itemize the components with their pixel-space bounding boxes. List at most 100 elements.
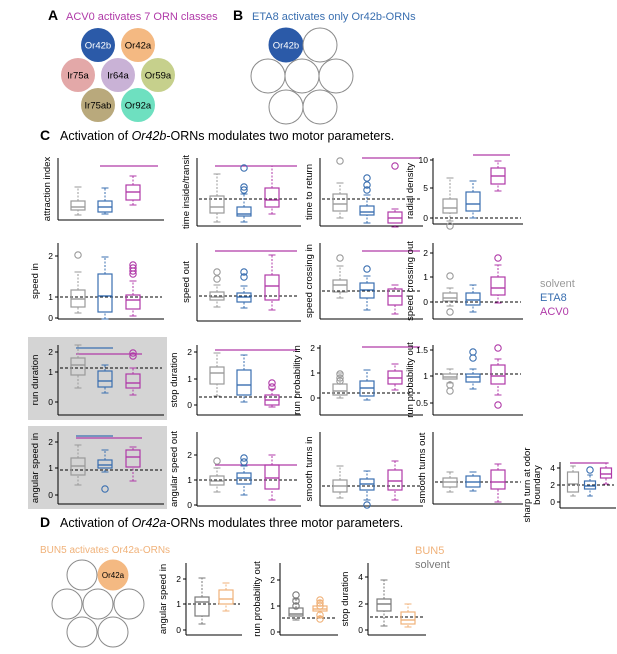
y-axis-label: speed crossing in [304,244,315,318]
box [332,193,348,212]
box [387,288,403,306]
outlier [213,268,221,276]
outlier [586,466,594,474]
orn-label: Or59a [145,71,172,82]
y-tick-label: 0 [187,500,192,510]
y-tick-label: 0 [48,313,53,323]
outlier [494,401,502,409]
outlier [469,354,477,362]
y-axis-label: time inside/transit [181,155,192,229]
panel-c-title: Activation of Or42b-ORNs modulates two m… [60,129,394,143]
box [442,292,458,302]
outlier [446,272,454,280]
y-axis-label: attraction index [42,157,53,222]
box [264,464,280,490]
panel-c-letter: C [40,127,50,143]
y-tick-label: 2 [48,347,53,357]
y-axis-label: run probability out [405,342,416,418]
y-tick-label: 0 [423,213,428,223]
outlier [446,387,454,395]
y-tick-label: 0 [48,397,53,407]
box [376,598,392,612]
outlier [363,181,371,189]
legend-solvent-d: solvent [415,559,450,571]
outlier [240,164,248,172]
panel-c-legend: solvent ETA8 ACV0 [540,278,575,318]
box [264,187,280,208]
y-axis-label: boundary [532,465,543,505]
box [97,370,113,388]
legend-acv0: ACV0 [540,306,569,318]
outlier [494,254,502,262]
outlier [268,379,276,387]
panel-c-title-pre: Activation of [60,129,132,143]
panel-c-title-post: -ORNs modulates two motor parameters. [166,129,394,143]
y-tick-label: 2 [423,248,428,258]
outlier [129,352,137,360]
panel-a-title: ACV0 activates 7 ORN classes [66,11,218,23]
box [288,607,304,617]
y-axis-label: angular speed in [158,564,169,634]
y-tick-label: 2 [176,574,181,584]
y-tick-label: 2 [48,437,53,447]
orn-circle [302,27,338,63]
y-axis-label: speed crossing out [405,241,416,321]
panel-d-orn-diagram: Or42a [51,559,145,648]
outlier [292,602,300,610]
legend-eta8: ETA8 [540,292,567,304]
outlier [240,268,248,276]
y-tick-label: 1 [48,367,53,377]
outlier [213,275,221,283]
outlier [292,591,300,599]
y-tick-label: 0 [550,497,555,507]
orn-circle [66,559,98,591]
boxplot: smooth turns in [304,432,423,509]
outlier [363,265,371,273]
box [70,200,86,211]
outlier [363,186,371,194]
box [490,276,506,296]
y-tick-label: 0 [187,400,192,410]
panel-d-title-post: -ORNs modulates three motor parameters. [166,516,403,530]
orn-circle [101,58,135,92]
outlier [129,349,137,357]
y-axis-label: speed out [181,261,192,303]
outlier [316,599,324,607]
outlier [446,222,454,230]
y-tick-label: 2 [187,347,192,357]
orn-circle [121,28,155,62]
outlier [391,162,399,170]
outlier [240,273,248,281]
box [209,291,225,301]
y-axis-label: run probability out [252,561,263,637]
y-tick-label: 0 [176,625,181,635]
orn-circle [318,58,354,94]
y-tick-label: 1 [270,601,275,611]
outlier [316,602,324,610]
panel-b-orn-diagram: Or42b [250,27,354,125]
outlier [336,157,344,165]
y-axis-label: angular speed in [30,433,41,503]
orn-circle [250,58,286,94]
boxplot: time inside/transit [181,155,301,229]
y-axis-label: run probability in [292,345,303,415]
outlier [336,370,344,378]
panel-b-title: ETA8 activates only Or42b-ORNs [252,11,416,23]
panel-d-title: Activation of Or42a-ORNs modulates three… [60,516,403,530]
box [218,589,234,605]
y-tick-label: 1 [310,368,315,378]
outlier [268,383,276,391]
outlier [336,374,344,382]
y-tick-label: 2 [310,343,315,353]
orn-label: Or42a [125,41,152,52]
orn-circle [97,616,129,648]
box [209,195,225,214]
box [125,449,141,468]
outlier [129,270,137,278]
